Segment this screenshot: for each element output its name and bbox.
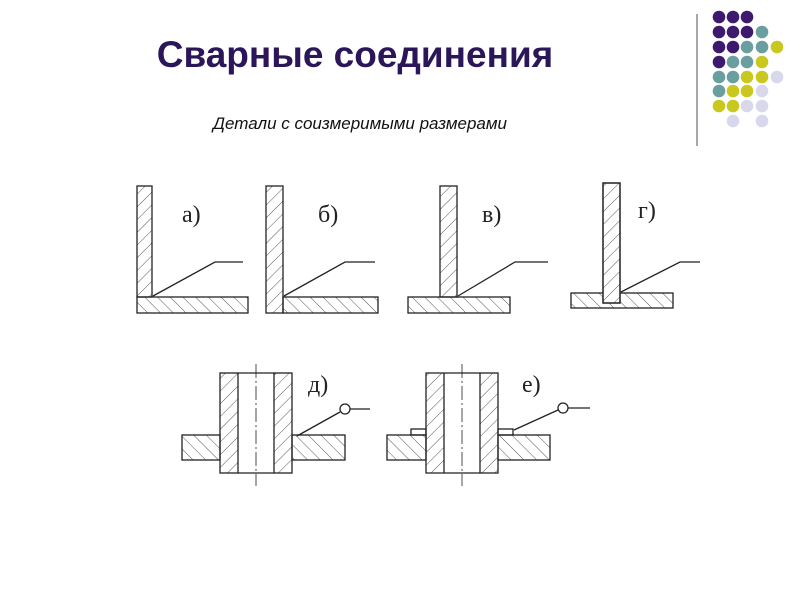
decorative-dot bbox=[740, 70, 754, 84]
figure-label-a: а) bbox=[182, 202, 201, 228]
decorative-dot bbox=[770, 40, 784, 54]
figure-d: д) bbox=[181, 364, 370, 486]
decorative-dot bbox=[755, 70, 769, 84]
figure-a: а) bbox=[136, 185, 249, 314]
figure-b: б) bbox=[265, 185, 379, 314]
figure-e: е) bbox=[386, 364, 590, 486]
decorative-dot bbox=[726, 40, 740, 54]
decorative-dot bbox=[712, 40, 726, 54]
decorative-dot bbox=[740, 25, 754, 39]
figure-g: г) bbox=[570, 182, 700, 309]
decorative-dot bbox=[755, 25, 769, 39]
decorative-dot bbox=[712, 25, 726, 39]
decorative-dot bbox=[740, 55, 754, 69]
decorative-dot bbox=[770, 70, 784, 84]
decorative-dot bbox=[726, 70, 740, 84]
slide-subtitle: Детали с соизмеримыми размерами bbox=[213, 114, 507, 133]
decorative-dot bbox=[740, 40, 754, 54]
decorative-dot bbox=[726, 114, 740, 128]
decorative-dot bbox=[712, 10, 726, 24]
decorative-dot bbox=[740, 99, 754, 113]
figure-label-v: в) bbox=[482, 202, 501, 228]
decorative-dot bbox=[726, 99, 740, 113]
decorative-dot bbox=[712, 84, 726, 98]
figure-v: в) bbox=[407, 185, 548, 314]
decorative-dot bbox=[755, 55, 769, 69]
decorative-dot bbox=[726, 84, 740, 98]
decorative-dot bbox=[755, 40, 769, 54]
decorative-dot bbox=[712, 70, 726, 84]
decorative-dot bbox=[726, 55, 740, 69]
decorative-dot bbox=[755, 99, 769, 113]
decorative-dot bbox=[726, 10, 740, 24]
figure-label-e: е) bbox=[522, 372, 541, 398]
decorative-dot bbox=[740, 84, 754, 98]
decorative-dot bbox=[712, 55, 726, 69]
slide-title: Сварные соединения bbox=[156, 34, 554, 75]
figure-label-d: д) bbox=[308, 372, 328, 398]
decorative-dot bbox=[755, 84, 769, 98]
figure-label-g: г) bbox=[638, 198, 656, 224]
decorative-dot-grid bbox=[712, 10, 784, 128]
decorative-divider bbox=[696, 14, 698, 146]
decorative-dot bbox=[740, 10, 754, 24]
decorative-dot bbox=[755, 114, 769, 128]
figure-label-b: б) bbox=[318, 202, 338, 228]
decorative-dot bbox=[726, 25, 740, 39]
decorative-dot bbox=[712, 99, 726, 113]
